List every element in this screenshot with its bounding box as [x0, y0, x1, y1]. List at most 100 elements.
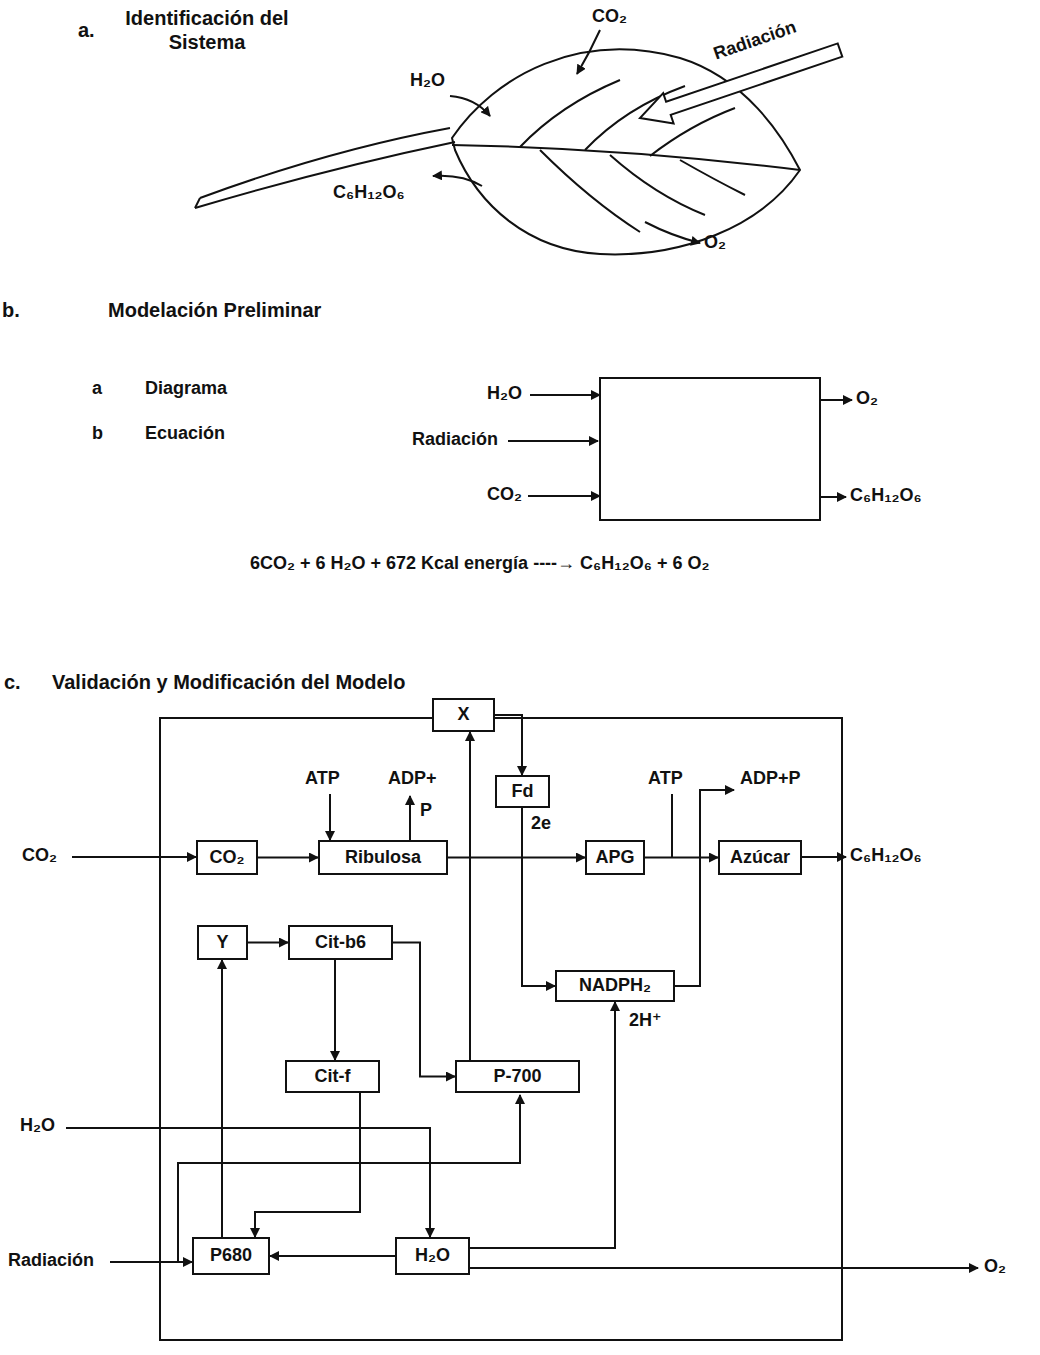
connector-arrow [258, 857, 318, 859]
section-letter: a. [78, 18, 95, 42]
list-letter: a [92, 378, 102, 400]
box-text: P680 [210, 1245, 252, 1267]
box-text: X [457, 704, 469, 726]
input-arrow [530, 394, 600, 396]
box-text: CO₂ [210, 847, 245, 869]
output-arrow [820, 496, 846, 498]
connector-arrow [270, 1255, 395, 1257]
box-text: P-700 [493, 1066, 541, 1088]
process-box: APG [585, 840, 645, 875]
water-input [66, 1128, 430, 1237]
process-box: Azúcar [718, 840, 802, 875]
box-text: H₂O [415, 1245, 450, 1267]
equation: 6CO₂ + 6 H₂O + 672 Kcal energía ----→ C₆… [250, 553, 709, 575]
connector-arrow [522, 808, 555, 986]
list-item: Diagrama [145, 378, 227, 400]
atp-line [671, 794, 673, 857]
input-label: ATP [648, 768, 683, 790]
output-label: O₂ [704, 232, 726, 254]
box-text: Ribulosa [345, 847, 421, 869]
input-label: ATP [305, 768, 340, 790]
connector-arrow [255, 1093, 360, 1237]
flow-arrow [450, 96, 490, 116]
leaf-vein [520, 80, 620, 147]
atp-arrow [329, 794, 331, 840]
leaf-stem [195, 142, 455, 208]
input-label: Radiación [8, 1250, 94, 1272]
output-label: C₆H₁₂O₆ [850, 845, 922, 867]
process-box: NADPH₂ [555, 970, 675, 1002]
section-heading: Validación y Modificación del Modelo [52, 670, 405, 694]
input-label: H₂O [20, 1115, 55, 1137]
input-label: H₂O [410, 70, 445, 92]
input-arrow [72, 856, 196, 858]
section-heading: Identificación del Sistema [112, 6, 302, 54]
leaf-vein [452, 145, 800, 170]
leaf-drawing [195, 30, 842, 254]
box-text: APG [595, 847, 634, 869]
output-label: P [420, 800, 432, 822]
input-arrow [528, 495, 600, 497]
edge-label: 2H⁺ [628, 1010, 663, 1032]
input-label: Radiación [711, 17, 799, 65]
output-label: ADP+ [388, 768, 437, 790]
process-box: Fd [495, 775, 550, 808]
connector-arrow [470, 1002, 615, 1248]
section-letter: b. [2, 298, 20, 322]
detailed-model [66, 718, 978, 1340]
output-label: C₆H₁₂O₆ [333, 182, 405, 204]
black-box-model [508, 378, 852, 520]
box-text: Y [216, 932, 228, 954]
leaf-stem [200, 128, 450, 198]
leaf-vein [680, 160, 745, 195]
output-arrow [802, 856, 846, 858]
process-box: Y [197, 925, 248, 960]
list-letter: b [92, 423, 103, 445]
input-label: CO₂ [592, 6, 627, 28]
edge-label: 2e [530, 813, 552, 835]
system-boundary [160, 718, 842, 1340]
connector-arrow [221, 960, 223, 1237]
connector-arrow [334, 960, 336, 1060]
connector-arrow [393, 943, 455, 1077]
process-box: P680 [192, 1237, 270, 1275]
input-label: CO₂ [487, 484, 522, 506]
connector-arrow [469, 732, 471, 1060]
connector-arrow [645, 857, 718, 859]
output-label: O₂ [856, 388, 878, 410]
output-arrow [820, 399, 852, 401]
output-label: C₆H₁₂O₆ [850, 485, 922, 507]
process-box: X [432, 698, 495, 732]
box-text: Fd [512, 781, 534, 803]
box-text: Cit-b6 [315, 932, 366, 954]
process-box: H₂O [395, 1237, 470, 1275]
process-box: CO₂ [196, 840, 258, 875]
input-label: H₂O [487, 383, 522, 405]
output-label: ADP+P [740, 768, 801, 790]
box-text: Cit-f [315, 1066, 351, 1088]
box-text: NADPH₂ [579, 975, 651, 997]
list-item: Ecuación [145, 423, 225, 445]
oxygen-output [470, 1267, 978, 1269]
output-label: O₂ [984, 1256, 1006, 1278]
leaf-stem [195, 198, 200, 208]
input-arrow [508, 440, 598, 442]
adp-line [675, 790, 734, 986]
connector-arrow [495, 715, 522, 775]
process-box: Cit-f [285, 1060, 380, 1093]
section-heading: Modelación Preliminar [108, 298, 321, 322]
flow-arrow [433, 176, 482, 186]
process-box: Cit-b6 [288, 925, 393, 960]
leaf-vein [610, 155, 705, 215]
adp-arrow [409, 796, 411, 840]
leaf-vein [540, 150, 640, 232]
section-letter: c. [4, 670, 21, 694]
input-label: CO₂ [22, 845, 57, 867]
process-box: Ribulosa [318, 840, 448, 875]
process-box: P-700 [455, 1060, 580, 1093]
flow-arrow [577, 30, 600, 74]
radiation-input [110, 1261, 192, 1263]
connector-arrow [248, 942, 288, 944]
box-text: Azúcar [730, 847, 790, 869]
